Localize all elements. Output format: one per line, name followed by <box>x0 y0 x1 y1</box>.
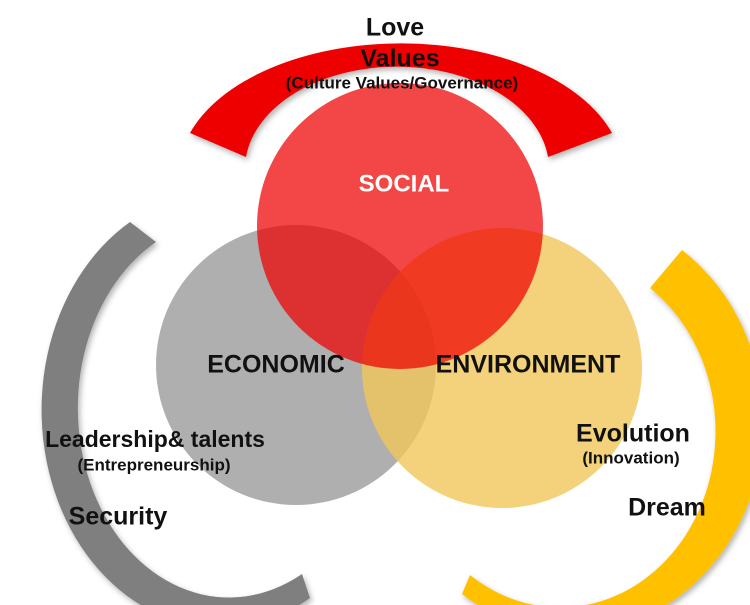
values-label: Values <box>360 45 439 73</box>
evolution-label: Evolution <box>576 420 690 448</box>
dream-label: Dream <box>628 494 706 522</box>
leadership-talents-label: Leadership& talents <box>45 426 265 452</box>
environment-label: ENVIRONMENT <box>436 351 621 379</box>
love-label: Love <box>366 14 424 42</box>
security-label: Security <box>69 503 168 531</box>
social-circle <box>257 83 543 369</box>
entrepreneurship-label: (Entrepreneurship) <box>77 455 230 474</box>
social-label: SOCIAL <box>359 170 450 197</box>
love-values-arc <box>190 43 612 157</box>
culture-values-governance-label: (Culture Values/Governance) <box>286 73 518 92</box>
innovation-label: (Innovation) <box>582 448 679 467</box>
economic-label: ECONOMIC <box>207 351 345 379</box>
